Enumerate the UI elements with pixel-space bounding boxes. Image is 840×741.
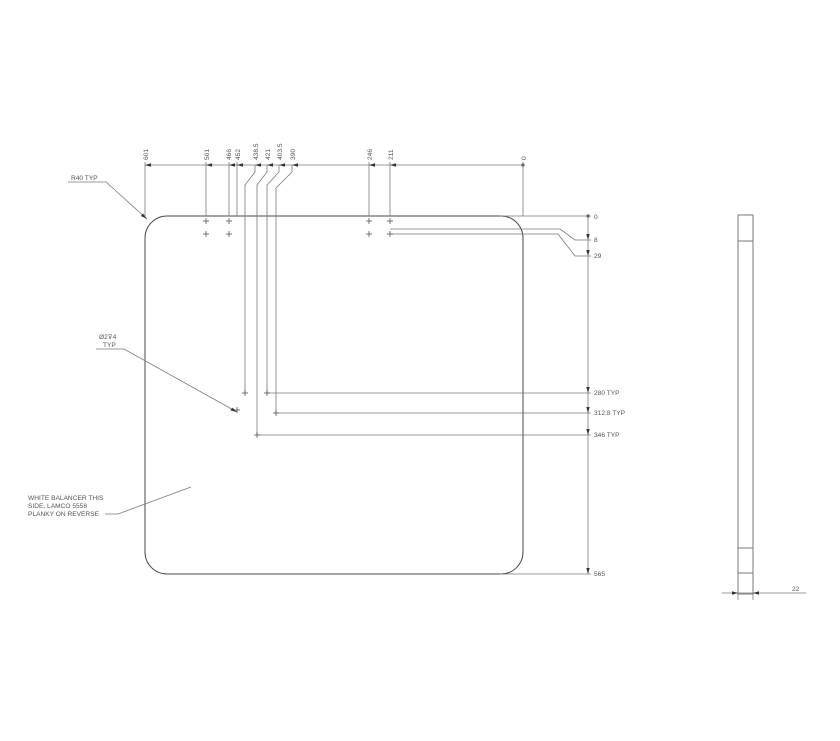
dim-label-403-5: 403.5 [277, 143, 284, 160]
dim-label-right-346: 346 TYP [594, 432, 620, 439]
dim-label-211: 211 [388, 149, 395, 160]
hole-icon [203, 218, 209, 224]
hole-icon [366, 218, 372, 224]
top-arrowheads [145, 163, 396, 167]
panel-outline [144, 215, 524, 575]
hole-callout: Ø2⊽4 TYP [96, 333, 238, 413]
hole-icon [242, 390, 248, 396]
hole-icon [234, 407, 240, 413]
thickness-label: 22 [792, 586, 800, 593]
dim-label-right-8: 8 [594, 237, 598, 244]
hole-icon [226, 218, 232, 224]
side-note-line1: WHITE BALANCER THIS [28, 495, 104, 502]
hole-markers [203, 218, 393, 438]
hole-icon [387, 231, 393, 237]
dim-label-601: 601 [143, 149, 150, 160]
dim-label-246: 246 [367, 149, 374, 160]
hole-icon [273, 410, 279, 416]
dim-label-421: 421 [265, 149, 272, 160]
hole-icon [387, 218, 393, 224]
radius-note: R40 TYP [71, 175, 98, 182]
right-extension-lines [257, 215, 591, 575]
side-note-callout: WHITE BALANCER THIS SIDE, LAMCO 5558 PLA… [28, 486, 192, 518]
hole-note-line1: Ø2⊽4 [99, 333, 117, 341]
dim-label-right-312-8: 312.8 TYP [594, 410, 626, 417]
dim-label-0: 0 [521, 156, 528, 160]
hole-icon [264, 390, 270, 396]
dim-label-right-280: 280 TYP [594, 390, 620, 397]
hole-icon [366, 231, 372, 237]
dim-label-390: 390 [290, 149, 297, 160]
radius-callout: R40 TYP [68, 175, 148, 220]
right-arrowheads [586, 234, 590, 574]
side-note-line2: SIDE, LAMCO 5558 [28, 503, 87, 510]
dim-label-right-565: 565 [594, 571, 605, 578]
dim-label-right-0: 0 [594, 214, 598, 221]
side-note-line3: PLANKY ON REVERSE [28, 511, 100, 518]
dim-label-501: 501 [204, 149, 211, 160]
dim-label-right-29: 29 [594, 253, 602, 260]
hole-icon [203, 231, 209, 237]
right-dimension-labels: 0 8 29 280 TYP 312.8 TYP 346 TYP 565 [594, 214, 626, 578]
hole-icon [226, 231, 232, 237]
top-extension-lines [144, 162, 524, 435]
side-view: 22 [722, 214, 806, 600]
hole-note-line2: TYP [103, 342, 116, 349]
dim-label-466: 466 [226, 149, 233, 160]
top-dimension-labels: 601 501 466 452 438.5 421 403.5 390 246 … [143, 143, 528, 160]
hole-icon [254, 432, 260, 438]
dim-label-452: 452 [235, 149, 242, 160]
dim-label-438-5: 438.5 [253, 143, 260, 160]
